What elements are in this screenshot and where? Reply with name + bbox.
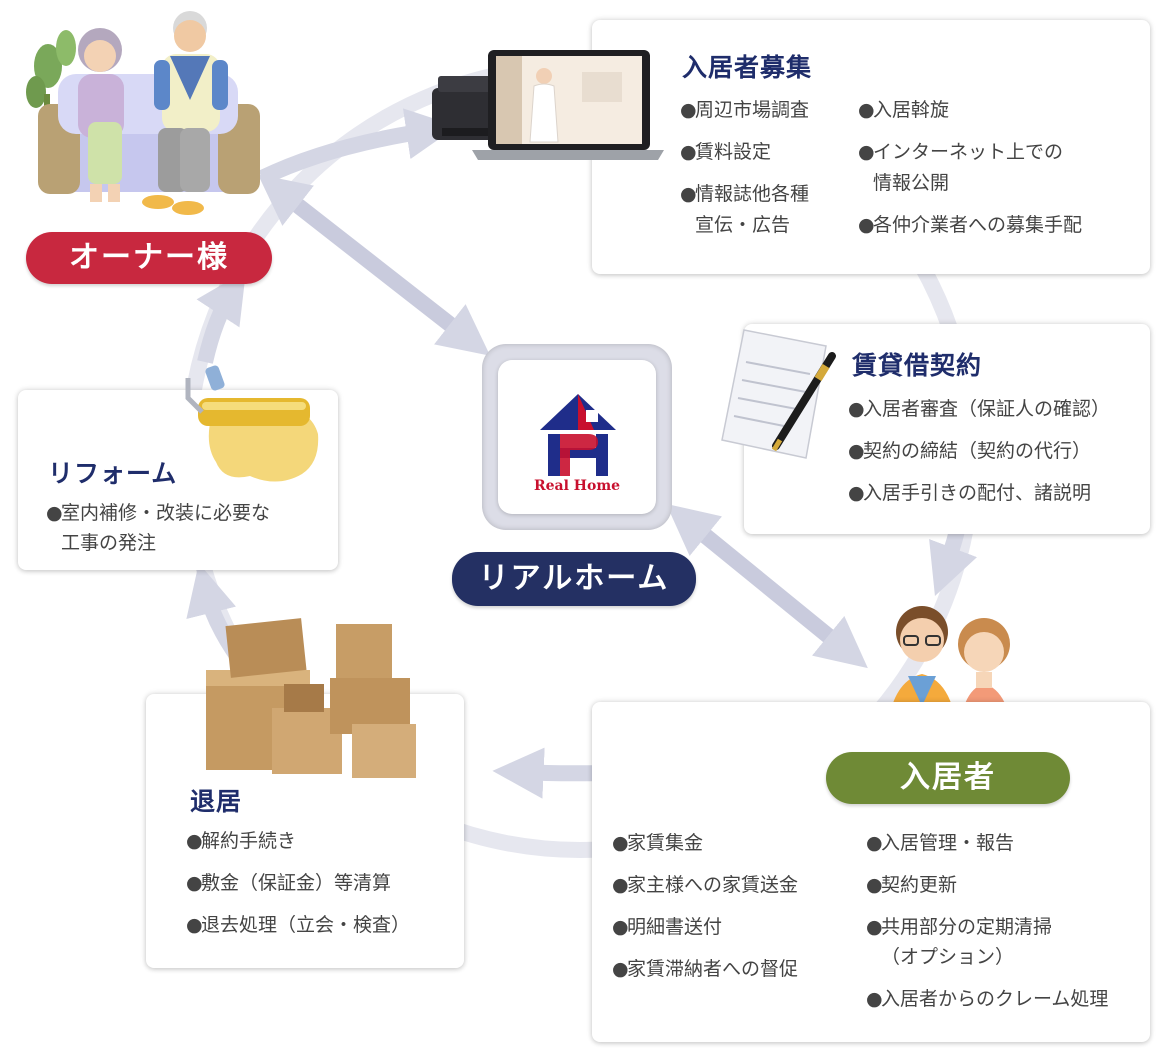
list-item-text: 周辺市場調査 [695, 99, 810, 121]
list-item-text: 情報公開 [873, 172, 950, 194]
contract-title: 賃貸借契約 [852, 351, 983, 380]
bullet-icon: ● [866, 874, 883, 896]
bullet-icon: ● [612, 958, 629, 980]
list-item: ●解約手続き [186, 826, 296, 856]
list-item-text: 入居者審査（保証人の確認） [863, 398, 1111, 420]
company-label-text: リアルホーム [478, 561, 670, 596]
reform-title: リフォーム [48, 459, 178, 488]
list-item: ●家賃集金 [612, 828, 703, 858]
list-item-text: 契約更新 [881, 874, 958, 896]
list-item: ●入居者からのクレーム処理 [866, 984, 1108, 1014]
list-item-text: 家主様への家賃送金 [627, 874, 799, 896]
tenant-label: 入居者 [826, 752, 1070, 804]
bullet-icon: ● [848, 398, 865, 420]
bullet-icon: ● [612, 916, 629, 938]
list-item-text: 宣伝・広告 [695, 214, 791, 236]
list-item: ●入居手引きの配付、諸説明 [848, 478, 1091, 508]
list-item-text: 入居者からのクレーム処理 [881, 988, 1109, 1010]
bullet-icon: ● [848, 482, 865, 504]
list-item: （オプション） [866, 942, 1014, 972]
list-item-text: 解約手続き [201, 830, 297, 852]
bullet-icon: ● [866, 916, 883, 938]
owner-label-text: オーナー様 [69, 240, 229, 275]
list-item: ●入居斡旋 [858, 95, 949, 125]
list-item: ●情報誌他各種 [680, 179, 809, 209]
list-item: ●家賃滞納者への督促 [612, 954, 798, 984]
company-logo: Real Home [498, 360, 656, 514]
bullet-icon: ● [680, 183, 697, 205]
list-item: ●退去処理（立会・検査） [186, 910, 410, 940]
bullet-icon: ● [866, 988, 883, 1010]
moveout-title: 退居 [190, 787, 243, 816]
bullet-icon: ● [858, 141, 875, 163]
list-item-text: 各仲介業者への募集手配 [873, 214, 1083, 236]
company-logo-frame: Real Home [482, 344, 672, 530]
bullet-icon: ● [866, 832, 883, 854]
list-item-text: 入居管理・報告 [881, 832, 1015, 854]
list-item: ●各仲介業者への募集手配 [858, 210, 1082, 240]
owner-label: オーナー様 [26, 232, 272, 284]
list-item: ●入居管理・報告 [866, 828, 1014, 858]
list-item-text: インターネット上での [873, 141, 1064, 163]
document-pen-illustration [721, 329, 836, 459]
list-item: 宣伝・広告 [680, 210, 790, 240]
house-logo-icon [540, 394, 616, 476]
list-item: 情報公開 [858, 168, 949, 198]
arrow-company-tenant [666, 503, 868, 669]
bullet-icon: ● [186, 830, 203, 852]
bullet-icon: ● [858, 99, 875, 121]
cardboard-boxes-illustration [206, 618, 416, 778]
list-item-text: 入居手引きの配付、諸説明 [863, 482, 1092, 504]
list-item-text: 共用部分の定期清掃 [881, 916, 1053, 938]
list-item: ●契約の締結（契約の代行） [848, 436, 1091, 466]
bullet-icon: ● [680, 141, 697, 163]
list-item: ●周辺市場調査 [680, 95, 809, 125]
recruitment-title: 入居者募集 [682, 53, 813, 82]
company-label: リアルホーム [452, 552, 696, 606]
list-item: ●入居者審査（保証人の確認） [848, 394, 1110, 424]
list-item: ●賃料設定 [680, 137, 771, 167]
bullet-icon: ● [612, 832, 629, 854]
bullet-icon: ● [612, 874, 629, 896]
bullet-icon: ● [186, 872, 203, 894]
list-item-text: 賃料設定 [695, 141, 772, 163]
list-item: ●共用部分の定期清掃 [866, 912, 1052, 942]
list-item-text: 入居斡旋 [873, 99, 950, 121]
tenant-label-text: 入居者 [900, 760, 996, 795]
list-item: 工事の発注 [46, 528, 156, 558]
arrow-reform-to-owner [196, 270, 247, 364]
list-item: ●室内補修・改装に必要な [46, 498, 270, 528]
company-logo-text: Real Home [533, 478, 621, 494]
bullet-icon: ● [848, 440, 865, 462]
list-item-text: 室内補修・改装に必要な [61, 502, 271, 524]
list-item-text: 家賃滞納者への督促 [627, 958, 799, 980]
list-item-text: 退去処理（立会・検査） [201, 914, 411, 936]
arrow-owner-company [257, 174, 491, 356]
arrow-owner-to-recruitment [258, 108, 458, 186]
list-item-text: 契約の締結（契約の代行） [863, 440, 1092, 462]
bullet-icon: ● [858, 214, 875, 236]
owner-couple-illustration [26, 11, 260, 215]
list-item-text: （オプション） [881, 946, 1015, 968]
list-item-text: 工事の発注 [61, 532, 157, 554]
list-item: ●契約更新 [866, 870, 957, 900]
list-item-text: 敷金（保証金）等清算 [201, 872, 392, 894]
list-item: ●インターネット上での [858, 137, 1063, 167]
list-item-text: 情報誌他各種 [695, 183, 810, 205]
bullet-icon: ● [46, 502, 63, 524]
list-item-text: 家賃集金 [627, 832, 704, 854]
paint-roller-illustration [185, 365, 319, 482]
bullet-icon: ● [186, 914, 203, 936]
laptop-illustration [432, 50, 664, 160]
list-item: ●明細書送付 [612, 912, 722, 942]
list-item: ●家主様への家賃送金 [612, 870, 798, 900]
list-item-text: 明細書送付 [627, 916, 723, 938]
recruitment-card: 入居者募集 ●周辺市場調査●賃料設定●情報誌他各種宣伝・広告 ●入居斡旋●インタ… [592, 20, 1150, 274]
bullet-icon: ● [680, 99, 697, 121]
list-item: ●敷金（保証金）等清算 [186, 868, 391, 898]
